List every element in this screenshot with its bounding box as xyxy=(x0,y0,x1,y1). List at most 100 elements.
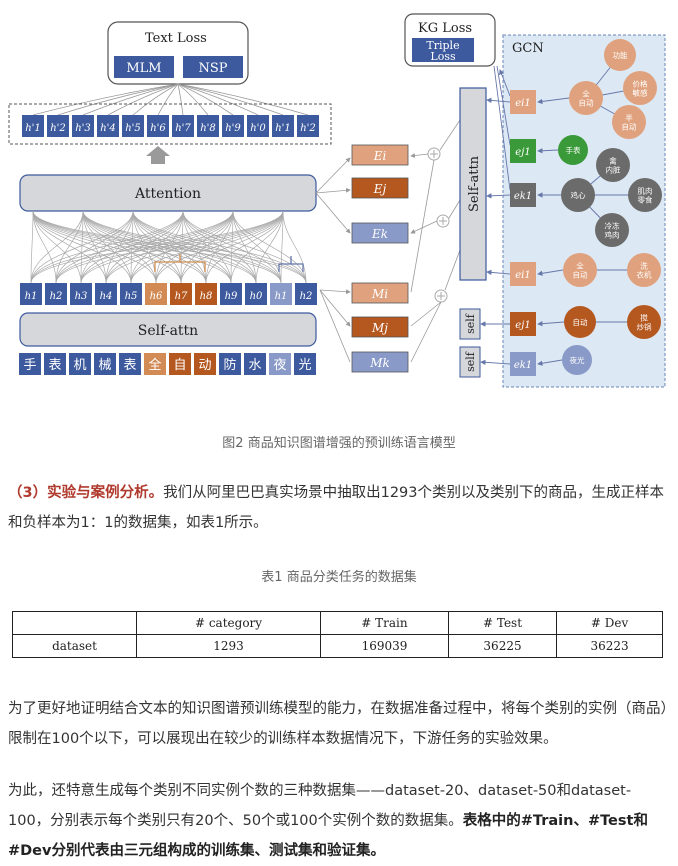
entity-node-label: ej1 xyxy=(515,147,530,158)
gcn-node-label: 全 xyxy=(582,89,590,99)
paragraph-datasets: 为此，还特意生成每个类别不同实例个数的三种数据集——dataset-20、dat… xyxy=(8,776,670,866)
attention-arc xyxy=(32,210,282,284)
triple-loss-box xyxy=(412,38,474,62)
char-token xyxy=(69,353,91,375)
attention-arc xyxy=(32,210,232,284)
gcn-node xyxy=(612,105,646,139)
attention-arc xyxy=(182,210,282,284)
figure-caption: 图2 商品知识图谱增强的预训练语言模型 xyxy=(222,436,456,451)
gcn-node-label: 夜光 xyxy=(570,355,585,365)
attention-arc xyxy=(32,210,57,284)
attention-arc xyxy=(82,210,307,284)
top-token-label: h'0 xyxy=(250,123,266,134)
self-box-2 xyxy=(459,346,481,378)
gcn-edge xyxy=(499,69,511,97)
table-cell: 1293 xyxy=(136,634,322,658)
gcn-node xyxy=(558,135,588,165)
bottom-token-label: h0 xyxy=(250,291,263,302)
fan-line xyxy=(57,83,179,116)
top-token xyxy=(197,115,219,137)
gcn-edge xyxy=(486,269,511,276)
fan-line xyxy=(177,83,209,116)
gcn-node xyxy=(623,71,657,105)
fan-line xyxy=(177,83,284,116)
triple-loss-label: Triple xyxy=(426,39,459,52)
gcn-node-label: 敏感 xyxy=(633,88,648,98)
gcn-node xyxy=(561,178,595,212)
attention-arc xyxy=(280,210,284,284)
gcn-node-label: 炒锅 xyxy=(637,322,652,332)
gcn-edge xyxy=(537,97,570,105)
top-token xyxy=(22,115,44,137)
top-token-label: h'4 xyxy=(100,123,116,134)
gcn-node-label: 全 xyxy=(576,261,584,271)
entity-node-label: ej1 xyxy=(515,320,530,331)
table-row: dataset 1293 169039 36225 36223 xyxy=(11,634,663,658)
table-cell: 36223 xyxy=(556,634,663,658)
gcn-nodes: 全自动功能价格敏感半自动手表鸡心禽内脏肌肉零食冷冻鸡肉全自动洗衣机自动搅炒锅夜光 xyxy=(558,39,662,375)
bottom-token xyxy=(95,283,117,305)
gcn-node-label: 价格 xyxy=(633,79,648,89)
bottom-token xyxy=(170,283,192,305)
gcn-node xyxy=(627,305,661,339)
gcn-node xyxy=(627,253,661,287)
entity-node xyxy=(510,352,536,376)
gcn-node xyxy=(595,213,629,247)
top-token xyxy=(272,115,294,137)
bottom-token-label: h7 xyxy=(175,291,188,302)
gcn-edge xyxy=(493,65,511,191)
bottom-token xyxy=(195,283,217,305)
gcn-node-label: 手表 xyxy=(566,145,581,155)
attention-arc xyxy=(182,210,307,284)
attention-arc xyxy=(32,210,132,284)
gcn-node-label: 禽 xyxy=(609,156,617,166)
top-token-label: h'2 xyxy=(300,123,316,134)
fan-line xyxy=(82,83,179,116)
char-token xyxy=(194,353,216,375)
fan-line xyxy=(132,83,179,116)
fan-line xyxy=(107,83,179,116)
bottom-token xyxy=(20,283,42,305)
mention-embedding-label: Mi xyxy=(371,287,388,301)
bottom-token-label: h1 xyxy=(25,291,38,302)
entity-node xyxy=(510,183,536,207)
char-token xyxy=(119,353,141,375)
table-header xyxy=(11,611,138,635)
gcn-edge xyxy=(537,269,564,276)
char-token-label: 自 xyxy=(173,358,186,373)
bottom-token-label: h5 xyxy=(125,291,138,302)
gcn-edge xyxy=(496,65,511,146)
self-attn-bar xyxy=(19,312,317,347)
char-token xyxy=(19,353,41,375)
entity-node xyxy=(510,139,536,163)
table-header: # Dev xyxy=(556,611,663,635)
fan-line xyxy=(32,83,179,116)
attention-arc xyxy=(30,210,34,284)
entity-node-label: ek1 xyxy=(514,191,532,202)
mention-embedding xyxy=(351,351,409,373)
gcn-edge xyxy=(537,320,565,327)
entity-node-label: ei1 xyxy=(515,98,530,109)
bottom-token-label: h2 xyxy=(50,291,63,302)
top-token-label: h'5 xyxy=(125,123,141,134)
bottom-token xyxy=(295,283,317,305)
fan-line xyxy=(157,83,179,116)
gcn-node-label: 自动 xyxy=(622,122,637,132)
char-token xyxy=(219,353,241,375)
top-token xyxy=(122,115,144,137)
gcn-node xyxy=(569,81,603,115)
gcn-node xyxy=(628,178,662,212)
char-token-label: 夜 xyxy=(273,358,286,373)
bottom-token-label: h6 xyxy=(150,291,163,302)
gcn-node-label: 自动 xyxy=(573,270,588,280)
char-row: 手表机械表全自动防水夜光 xyxy=(19,353,316,375)
mention-embedding-label: Mj xyxy=(371,321,388,335)
attention-arc xyxy=(82,210,282,284)
nsp-label: NSP xyxy=(198,61,227,76)
bottom-token-label: h4 xyxy=(100,291,113,302)
top-token-label: h'3 xyxy=(75,123,91,134)
char-token-label: 全 xyxy=(148,357,161,373)
